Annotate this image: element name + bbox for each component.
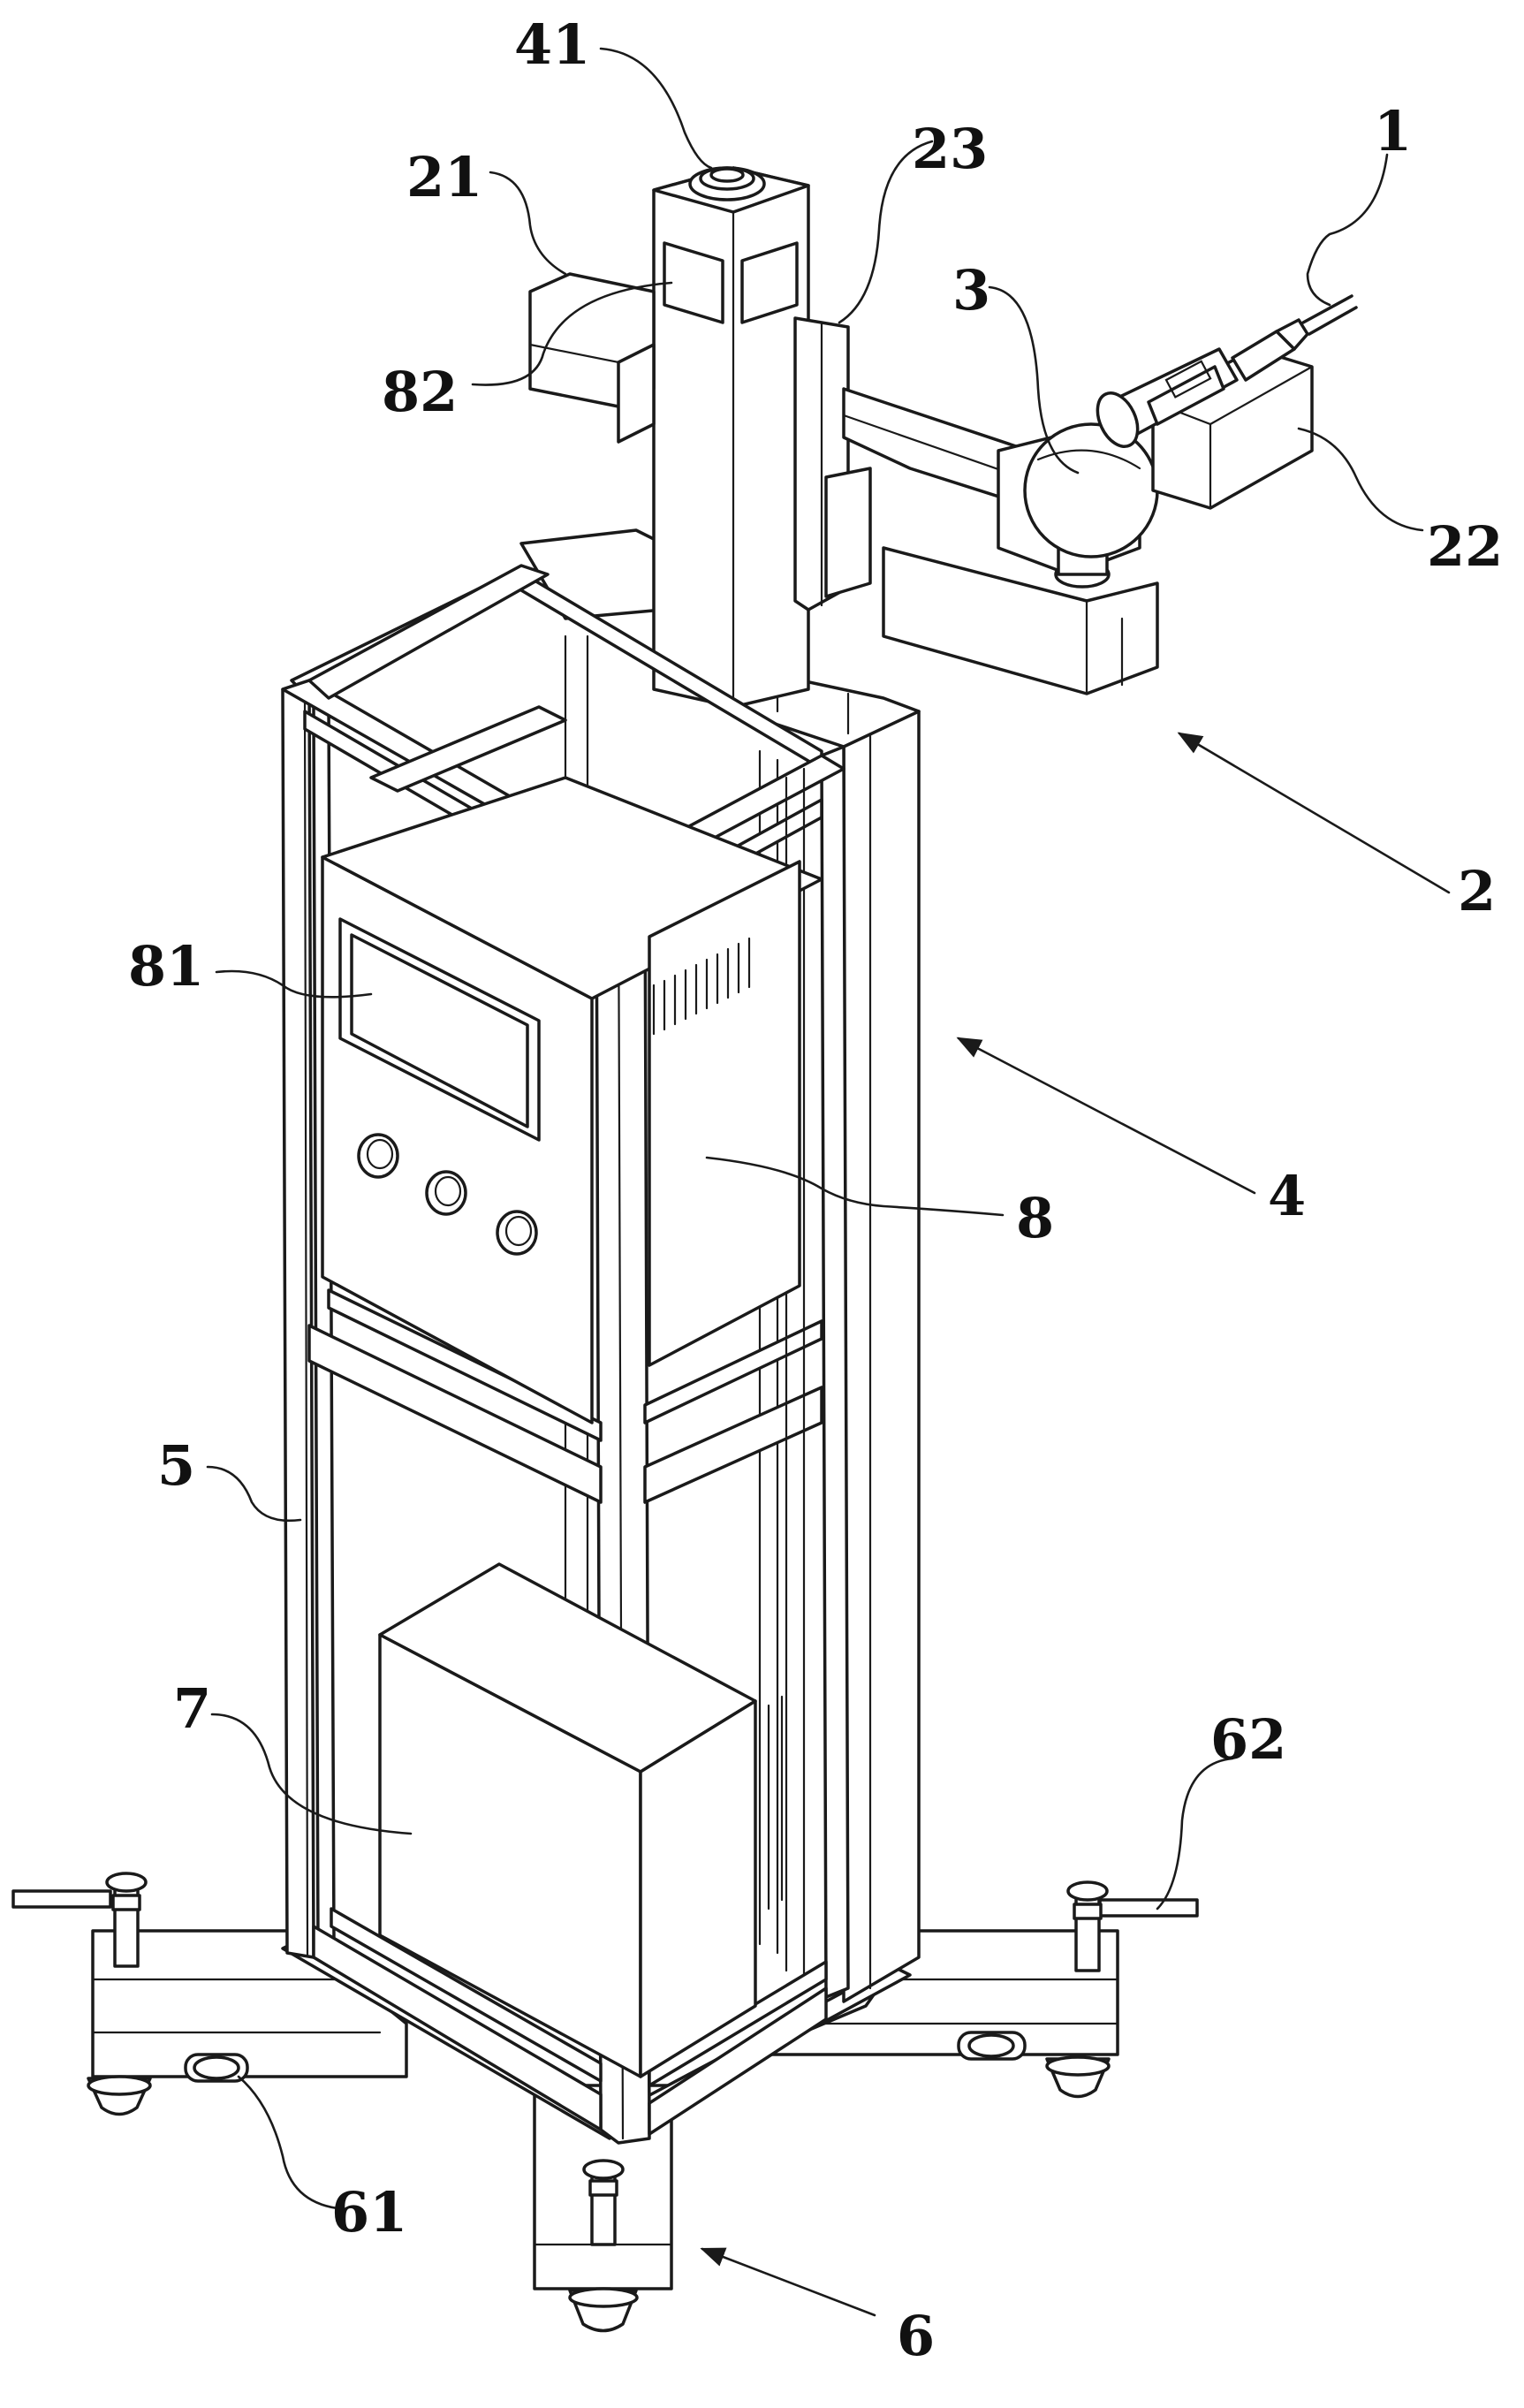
- label-1: 1: [1374, 99, 1412, 163]
- leader-82: [471, 281, 673, 386]
- label-62: 62: [1210, 1707, 1286, 1772]
- ball-joint: [1023, 422, 1159, 589]
- leader-21: [489, 171, 567, 276]
- control-box-side: [648, 860, 801, 1367]
- label-4: 4: [1268, 1164, 1306, 1228]
- leveling-screw-left: [11, 1872, 148, 1968]
- frame-bottom-bar-left: [312, 1925, 603, 2131]
- frame-post-right-front: [820, 745, 850, 1999]
- label-6: 6: [897, 2304, 935, 2368]
- knob-3: [496, 1210, 538, 1256]
- label-5: 5: [157, 1433, 195, 1498]
- caster-wheel-right: [957, 2031, 1027, 2061]
- label-22: 22: [1427, 514, 1503, 579]
- leader-1: [1306, 153, 1389, 307]
- probe-nozzle: [1231, 294, 1358, 382]
- arrow-2: [1177, 732, 1451, 894]
- label-81: 81: [128, 934, 204, 999]
- arrow-6: [700, 2247, 876, 2317]
- frame-bottom-bar-right: [648, 1986, 828, 2136]
- leader-41: [599, 47, 713, 170]
- label-82: 82: [382, 360, 458, 424]
- arrows: [700, 732, 1451, 2317]
- frame-mid-bar-left: [307, 1324, 603, 1504]
- frame-post-left-front: [281, 679, 315, 1959]
- arrow-4: [956, 1037, 1256, 1195]
- leader-3: [988, 285, 1080, 475]
- label-21: 21: [406, 145, 482, 209]
- tool-body: [1096, 347, 1239, 448]
- display-screen: [338, 917, 541, 1142]
- frame-mid-bar-right: [643, 1386, 823, 1504]
- leader-23: [838, 140, 934, 324]
- label-3: 3: [952, 258, 990, 323]
- control-box: [321, 776, 823, 1424]
- callout-labels: 41 21 23 1 3 82 22 2 81 4 8 5 7 62 61 6: [128, 12, 1503, 2368]
- vent-grille: [652, 937, 751, 1036]
- arm-assembly: [528, 272, 1358, 695]
- leader-8: [705, 1156, 1005, 1217]
- label-7: 7: [173, 1676, 211, 1741]
- knob-1: [357, 1133, 399, 1179]
- indicator-window-right: [740, 241, 799, 324]
- top-fitting: [688, 166, 766, 201]
- leader-7: [210, 1713, 413, 1835]
- lower-holder: [882, 546, 1159, 695]
- leveling-screw-front: [582, 2159, 625, 2246]
- lifting-column: [519, 166, 921, 2003]
- knob-2: [425, 1170, 467, 1216]
- leader-22: [1297, 427, 1424, 532]
- label-41: 41: [514, 12, 590, 77]
- power-unit-side: [639, 1699, 757, 2078]
- leader-lines: [206, 47, 1424, 2211]
- label-8: 8: [1016, 1186, 1054, 1250]
- caster-wheel-left: [184, 2053, 249, 2083]
- power-unit: [378, 1562, 784, 2078]
- label-23: 23: [912, 117, 988, 181]
- label-61: 61: [331, 2180, 407, 2245]
- leader-62: [1156, 1757, 1234, 1910]
- column-rear-post: [780, 710, 921, 2003]
- leader-61: [237, 2075, 346, 2211]
- control-knobs: [357, 1133, 538, 1256]
- leveling-screw-right: [1066, 1880, 1199, 1972]
- label-2: 2: [1458, 859, 1496, 923]
- leader-5: [206, 1465, 302, 1523]
- leader-81: [215, 969, 373, 999]
